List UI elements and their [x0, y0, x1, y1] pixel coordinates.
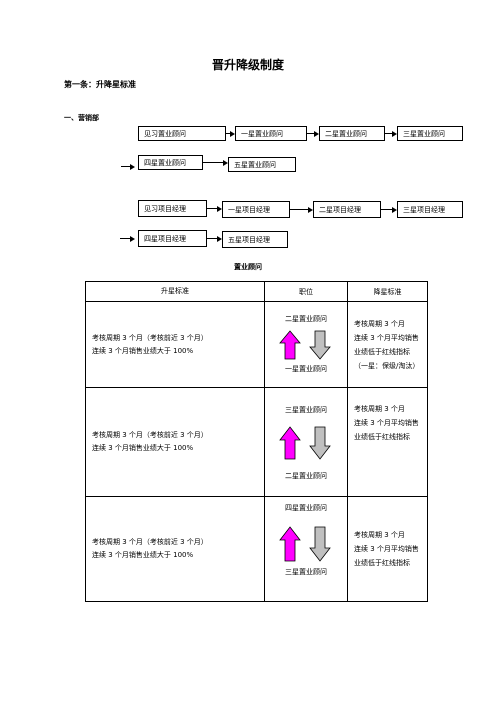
- down-line: 考核周期 3 个月: [354, 405, 405, 413]
- down-line: 考核周期 3 个月: [354, 531, 405, 539]
- down-line: 业绩低于红线指标: [354, 559, 410, 567]
- arrow-right-icon: [392, 207, 397, 213]
- arrow-right-icon: [130, 164, 135, 170]
- flow-connector: [120, 238, 130, 239]
- position-cell: 四星置业顾问 三星置业顾问: [264, 496, 348, 602]
- table-title: 置业顾问: [234, 263, 262, 271]
- flow-box: 三星置业顾问: [397, 126, 463, 141]
- arrow-right-icon: [314, 131, 319, 137]
- arrow-down-icon: [309, 426, 331, 460]
- page-title: 晋升降级制度: [211, 58, 284, 72]
- flow-connector: [381, 209, 392, 210]
- table-row: 考核周期 3 个月（考核前近 3 个月） 连续 3 个月销售业绩大于 100% …: [85, 387, 428, 497]
- down-line: 业绩低于红线指标: [354, 433, 410, 441]
- up-line: 连续 3 个月销售业绩大于 100%: [92, 551, 194, 559]
- down-standard-cell: 考核周期 3 个月 连续 3 个月平均销售 业绩低于红线指标: [347, 496, 428, 602]
- down-standard-cell: 考核周期 3 个月 连续 3 个月平均销售 业绩低于红线指标: [347, 387, 428, 497]
- down-standard-cell: 考核周期 3 个月 连续 3 个月平均销售 业绩低于红线指标 （一星：保级/淘汰…: [347, 301, 428, 388]
- flow-box: 见习项目经理: [138, 200, 207, 217]
- arrow-right-icon: [223, 160, 228, 166]
- flow-connector: [226, 133, 230, 134]
- flow-box: 四星项目经理: [138, 230, 207, 247]
- position-lower: 二星置业顾问: [285, 472, 327, 480]
- up-line: 考核周期 3 个月（考核前近 3 个月）: [92, 431, 208, 439]
- flow-box: 一星置业顾问: [235, 126, 307, 141]
- flow-box: 三星项目经理: [397, 201, 463, 218]
- flow-box: 四星置业顾问: [138, 155, 203, 170]
- arrow-right-icon: [217, 206, 222, 212]
- up-line: 连续 3 个月销售业绩大于 100%: [92, 346, 194, 355]
- flow-connector: [203, 162, 223, 163]
- arrow-down-icon: [309, 526, 331, 562]
- position-cell: 二星置业顾问 一星置业顾问: [264, 301, 348, 388]
- header-up-standard: 升星标准: [85, 281, 265, 302]
- arrow-right-icon: [230, 131, 235, 137]
- arrow-right-icon: [308, 207, 313, 213]
- arrow-up-icon: [279, 426, 301, 460]
- header-position: 职位: [264, 281, 348, 302]
- down-line: 连续 3 个月平均销售: [354, 333, 419, 342]
- header-down-standard: 降星标准: [347, 281, 428, 302]
- table-row: 考核周期 3 个月（考核前近 3 个月） 连续 3 个月销售业绩大于 100% …: [85, 496, 428, 602]
- arrow-right-icon: [392, 131, 397, 137]
- flow-connector: [121, 166, 130, 167]
- up-standard-cell: 考核周期 3 个月（考核前近 3 个月） 连续 3 个月销售业绩大于 100%: [85, 387, 265, 497]
- down-line: 连续 3 个月平均销售: [354, 419, 419, 427]
- up-line: 考核周期 3 个月（考核前近 3 个月）: [92, 538, 208, 546]
- table-header-row: 升星标准 职位 降星标准: [85, 281, 428, 302]
- arrow-up-icon: [279, 330, 301, 360]
- position-upper: 三星置业顾问: [285, 406, 327, 414]
- up-line: 连续 3 个月销售业绩大于 100%: [92, 444, 194, 452]
- arrow-down-icon: [309, 330, 331, 360]
- article-heading: 第一条：升降星标准: [64, 80, 136, 89]
- position-lower: 一星置业顾问: [285, 365, 327, 373]
- arrow-right-icon: [130, 236, 135, 242]
- flow-box: 五星置业顾问: [228, 157, 296, 172]
- up-line: 考核周期 3 个月（考核前近 3 个月）: [92, 333, 208, 342]
- promotion-table: 升星标准 职位 降星标准 考核周期 3 个月（考核前近 3 个月） 连续 3 个…: [85, 281, 428, 602]
- section-heading: 一、营销部: [64, 114, 99, 122]
- down-line: 考核周期 3 个月: [354, 319, 405, 328]
- down-line: 连续 3 个月平均销售: [354, 545, 419, 553]
- down-line: 业绩低于红线指标: [354, 347, 410, 356]
- position-lower: 三星置业顾问: [285, 568, 327, 576]
- flow-box: 二星项目经理: [313, 201, 381, 218]
- flow-connector: [207, 238, 217, 239]
- up-standard-cell: 考核周期 3 个月（考核前近 3 个月） 连续 3 个月销售业绩大于 100%: [85, 496, 265, 602]
- flow-connector: [307, 133, 314, 134]
- flow-box: 二星置业顾问: [319, 126, 385, 141]
- position-upper: 二星置业顾问: [285, 315, 327, 323]
- arrow-right-icon: [217, 236, 222, 242]
- arrow-up-icon: [279, 526, 301, 562]
- flow-connector: [207, 208, 217, 209]
- flow-box: 一星项目经理: [222, 201, 290, 218]
- down-line: （一星：保级/淘汰）: [354, 361, 420, 370]
- flow-box: 五星项目经理: [222, 231, 288, 248]
- flow-box: 见习置业顾问: [138, 126, 226, 141]
- flow-connector: [290, 209, 308, 210]
- flow-connector: [385, 133, 392, 134]
- position-upper: 四星置业顾问: [285, 504, 327, 512]
- position-cell: 三星置业顾问 二星置业顾问: [264, 387, 348, 497]
- up-standard-cell: 考核周期 3 个月（考核前近 3 个月） 连续 3 个月销售业绩大于 100%: [85, 301, 265, 388]
- table-row: 考核周期 3 个月（考核前近 3 个月） 连续 3 个月销售业绩大于 100% …: [85, 301, 428, 388]
